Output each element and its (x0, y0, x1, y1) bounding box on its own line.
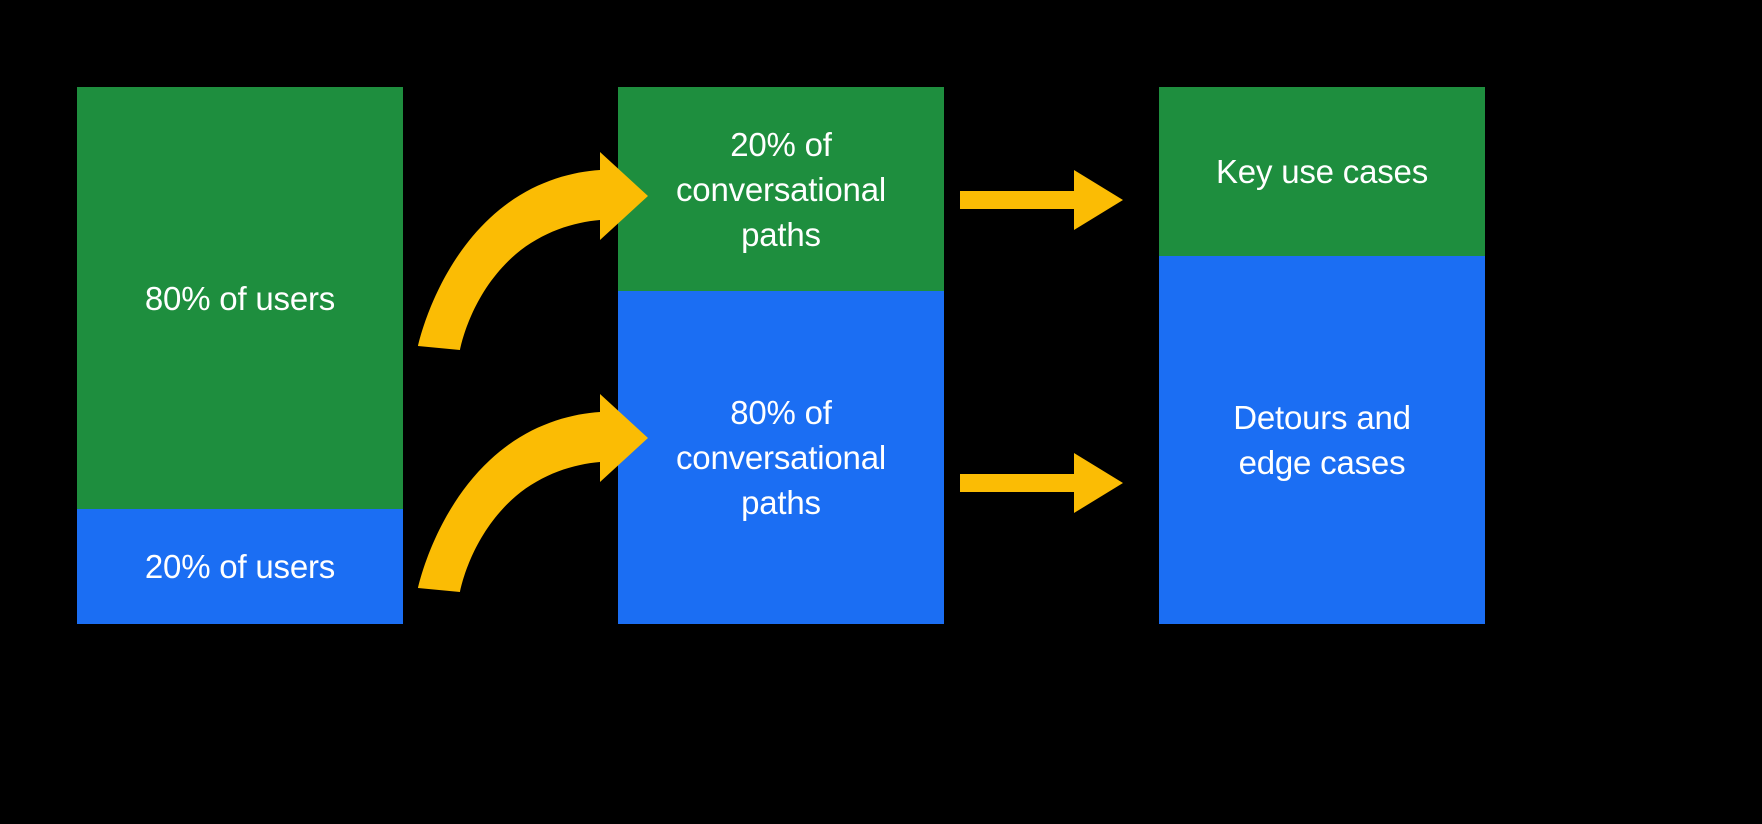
straight-arrow-icon-top (960, 170, 1123, 230)
segment-80-percent-users: 80% of users (77, 87, 403, 509)
segment-detours-and-edge-cases: Detours and edge cases (1159, 256, 1485, 624)
segment-80-percent-conversational-paths: 80% of conversational paths (618, 291, 944, 624)
segment-key-use-cases: Key use cases (1159, 87, 1485, 256)
column-conversational-paths: 20% of conversational paths 80% of conve… (618, 87, 944, 624)
segment-20-percent-users: 20% of users (77, 509, 403, 624)
segment-20-percent-conversational-paths: 20% of conversational paths (618, 87, 944, 291)
column-use-cases: Key use cases Detours and edge cases (1159, 87, 1485, 624)
column-users: 80% of users 20% of users (77, 87, 403, 624)
straight-arrow-icon-bottom (960, 453, 1123, 513)
